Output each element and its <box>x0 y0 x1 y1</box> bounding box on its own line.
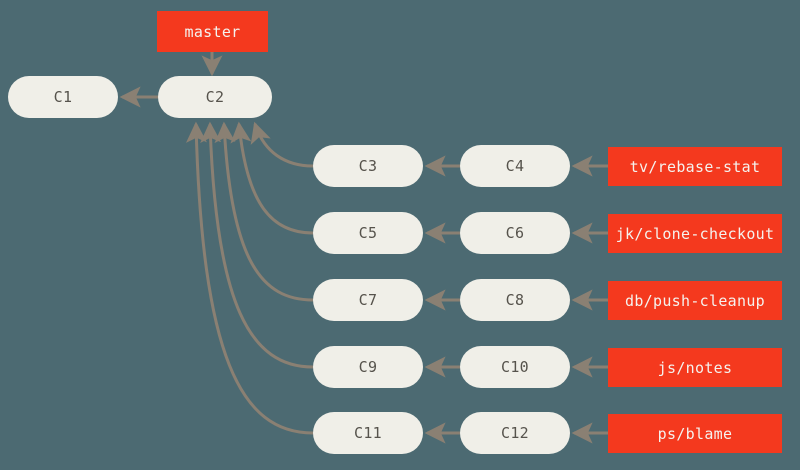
branch-label-text: ps/blame <box>657 424 733 443</box>
branch-label-text: master <box>184 22 241 41</box>
commit-node-c6[interactable]: C6 <box>460 212 570 254</box>
branch-label-text: jk/clone-checkout <box>615 224 775 243</box>
commit-node-label: C4 <box>505 157 525 175</box>
commit-node-label: C5 <box>358 224 378 242</box>
edge-group <box>119 52 608 444</box>
branch-label-text: db/push-cleanup <box>625 291 765 310</box>
branch-label-db-push-cleanup[interactable]: db/push-cleanup <box>608 281 782 320</box>
commit-node-label: C8 <box>505 291 525 309</box>
branch-label-ps-blame[interactable]: ps/blame <box>608 414 782 453</box>
commit-node-label: C10 <box>501 358 529 376</box>
branch-label-jk-clone-checkout[interactable]: jk/clone-checkout <box>608 214 782 253</box>
branch-label-master[interactable]: master <box>157 11 268 52</box>
commit-node-c11[interactable]: C11 <box>313 412 423 454</box>
commit-node-c2[interactable]: C2 <box>158 76 272 118</box>
edge-c7-to-c2 <box>214 121 314 302</box>
commit-node-c8[interactable]: C8 <box>460 279 570 321</box>
commit-node-c9[interactable]: C9 <box>313 346 423 388</box>
commit-node-c12[interactable]: C12 <box>460 412 570 454</box>
branch-label-text: js/notes <box>657 358 733 377</box>
commit-node-label: C3 <box>358 157 378 175</box>
commit-node-c7[interactable]: C7 <box>313 279 423 321</box>
commit-node-c1[interactable]: C1 <box>8 76 118 118</box>
branch-label-text: tv/rebase-stat <box>629 157 761 176</box>
commit-node-c4[interactable]: C4 <box>460 145 570 187</box>
branch-label-js-notes[interactable]: js/notes <box>608 348 782 387</box>
commit-node-c5[interactable]: C5 <box>313 212 423 254</box>
commit-node-label: C9 <box>358 358 378 376</box>
commit-node-label: C11 <box>354 424 382 442</box>
commit-node-label: C6 <box>505 224 525 242</box>
commit-node-label: C7 <box>358 291 378 309</box>
commit-node-label: C12 <box>501 424 529 442</box>
commit-node-label: C1 <box>53 88 73 106</box>
edge-c3-to-c2 <box>250 121 314 168</box>
commit-node-c3[interactable]: C3 <box>313 145 423 187</box>
commit-node-label: C2 <box>205 88 225 106</box>
branch-label-tv-rebase-stat[interactable]: tv/rebase-stat <box>608 147 782 186</box>
edge-c5-to-c2 <box>230 121 314 235</box>
edge-c9-to-c2 <box>200 121 314 369</box>
edge-c11-to-c2 <box>185 121 314 435</box>
commit-node-c10[interactable]: C10 <box>460 346 570 388</box>
